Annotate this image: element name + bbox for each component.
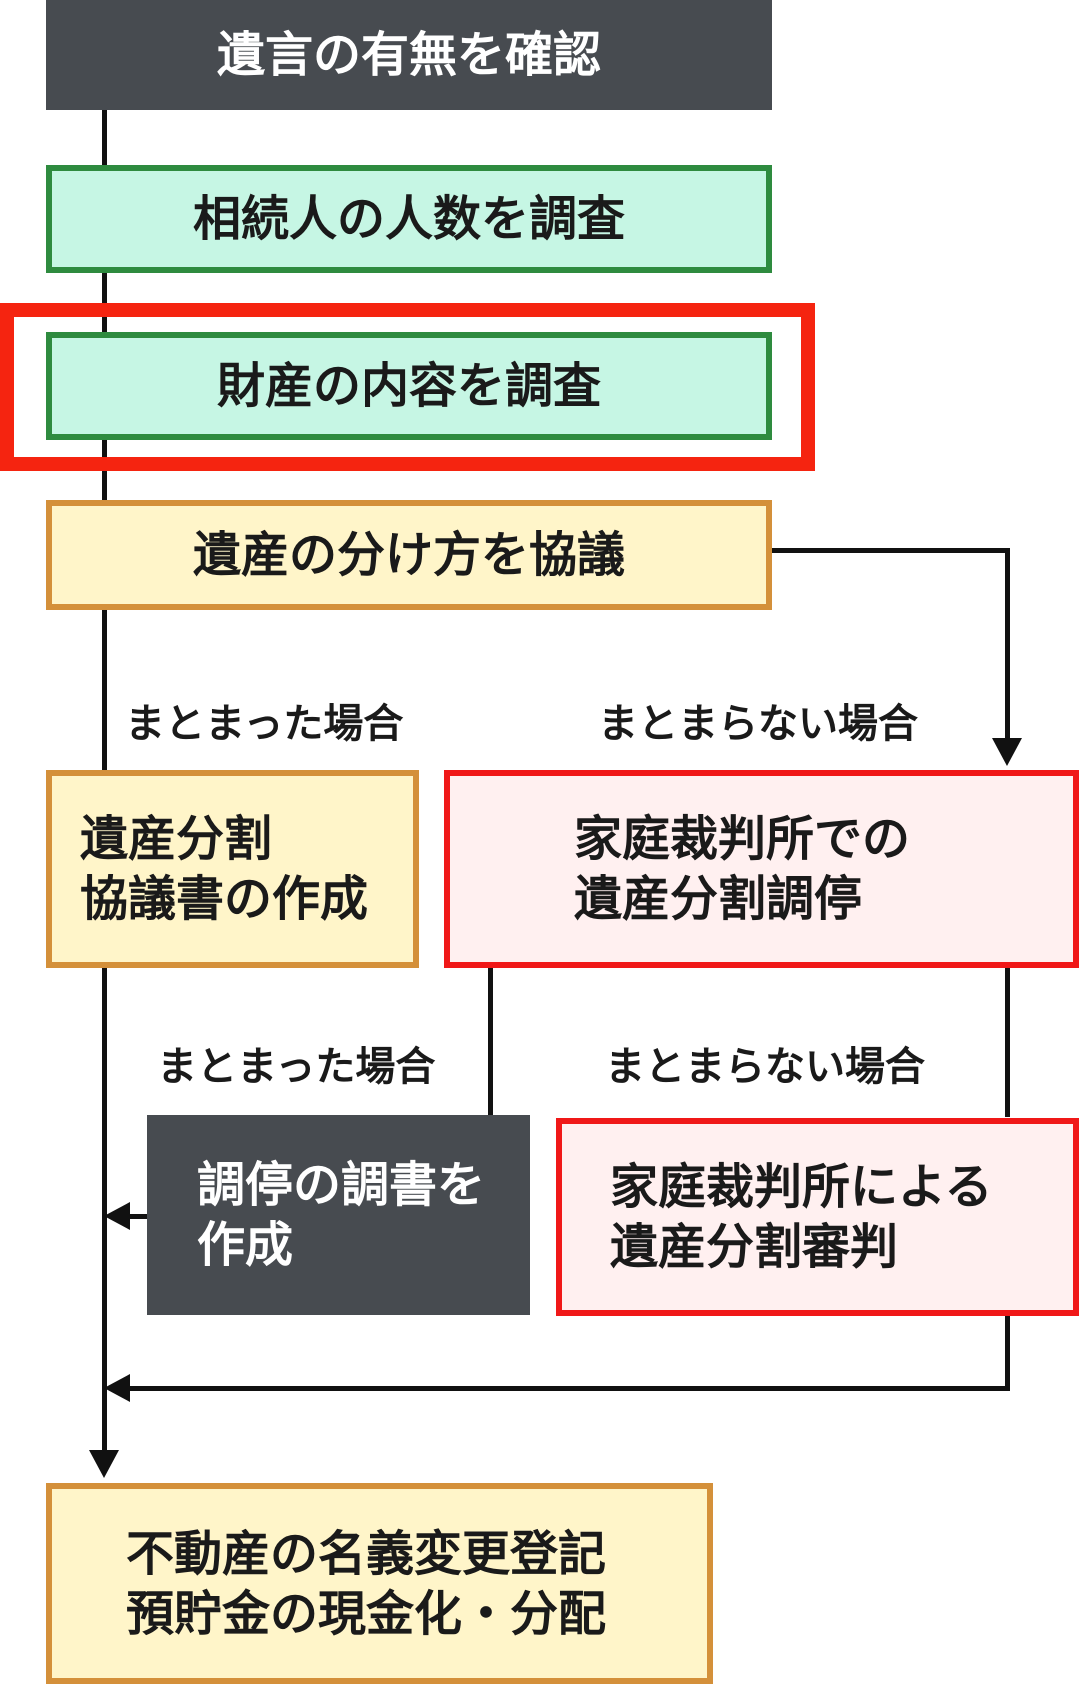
step-discuss-label: 遺産の分け方を協議 — [192, 527, 625, 583]
discuss-branch-horizontal — [770, 548, 1010, 553]
mediation-to-record-line — [488, 965, 493, 1117]
adjudication-return-horizontal — [125, 1386, 1010, 1391]
record-return-line — [125, 1214, 147, 1219]
label-not-agreed-1: まとまらない場合 — [598, 701, 918, 747]
step-mediation: 家庭裁判所での 遺産分割調停 — [444, 770, 1079, 968]
label-not-agreed-2: まとまらない場合 — [605, 1044, 925, 1090]
label-agreed-1: まとまった場合 — [125, 701, 404, 747]
step-mediation-record-label: 調停の調書を 作成 — [197, 1157, 486, 1273]
arrow-down-mediation — [992, 738, 1022, 766]
arrow-down-final — [89, 1450, 119, 1478]
adjudication-return-vertical — [1005, 1310, 1010, 1390]
step-assets: 財産の内容を調査 — [46, 332, 772, 440]
step-check-will-label: 遺言の有無を確認 — [216, 27, 601, 83]
step-final-label: 不動産の名義変更登記 預貯金の現金化・分配 — [126, 1525, 607, 1642]
discuss-branch-vertical — [1005, 548, 1010, 738]
arrow-left-adjudication — [104, 1374, 130, 1402]
step-heirs: 相続人の人数を調査 — [46, 165, 772, 273]
mediation-to-adjudication-line — [1005, 965, 1010, 1117]
step-final: 不動産の名義変更登記 預貯金の現金化・分配 — [46, 1483, 713, 1684]
step-adjudication: 家庭裁判所による 遺産分割審判 — [556, 1118, 1079, 1316]
step-discuss: 遺産の分け方を協議 — [46, 500, 772, 610]
step-assets-label: 財産の内容を調査 — [216, 358, 601, 414]
highlight-frame — [0, 303, 815, 471]
step-agreement-label: 遺産分割 協議書の作成 — [80, 811, 369, 927]
step-mediation-label: 家庭裁判所での 遺産分割調停 — [574, 811, 911, 927]
step-heirs-label: 相続人の人数を調査 — [192, 191, 625, 247]
arrow-left-record — [104, 1202, 130, 1230]
step-check-will: 遺言の有無を確認 — [46, 0, 772, 110]
step-agreement: 遺産分割 協議書の作成 — [46, 770, 419, 968]
label-agreed-2: まとまった場合 — [157, 1044, 436, 1090]
step-adjudication-label: 家庭裁判所による 遺産分割審判 — [610, 1159, 993, 1275]
step-mediation-record: 調停の調書を 作成 — [147, 1115, 530, 1315]
